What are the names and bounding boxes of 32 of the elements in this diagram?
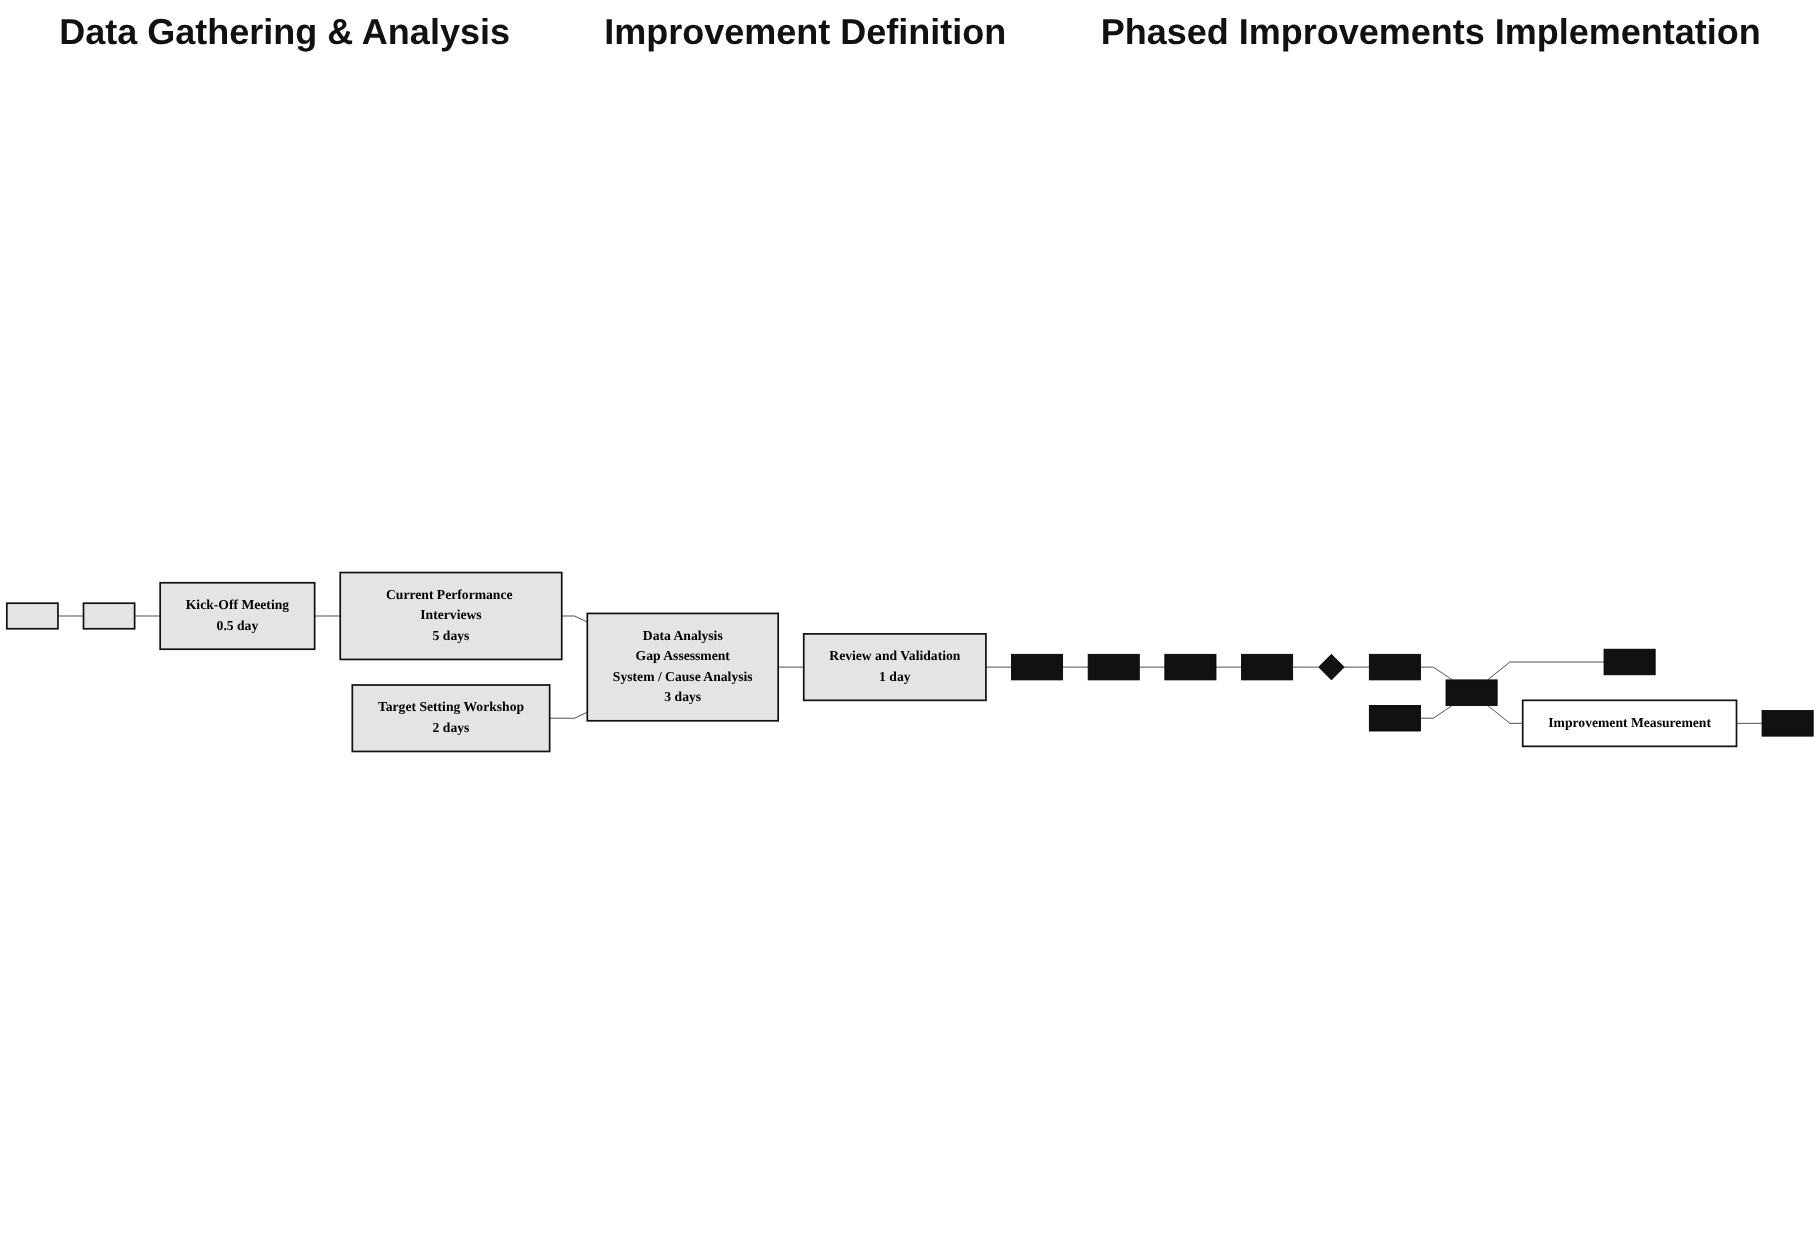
node-box: [1164, 652, 1217, 680]
node-box: [1368, 652, 1421, 680]
connector: [314, 614, 341, 616]
node-box: [1087, 652, 1140, 680]
connector: [134, 614, 161, 616]
connector: [1736, 721, 1763, 723]
connector: [1487, 704, 1524, 723]
node-box: [1241, 652, 1294, 680]
node-box: [82, 601, 136, 629]
connector: [985, 665, 1012, 667]
connector: [1215, 665, 1242, 667]
connector: [549, 710, 588, 718]
connector: [57, 614, 84, 616]
connector: [1062, 665, 1089, 667]
connector: [1343, 665, 1370, 667]
node-box: [1761, 709, 1814, 736]
connector: [561, 614, 588, 622]
connector: [1292, 665, 1319, 667]
node-box: [1603, 647, 1656, 675]
node-diamond: [1318, 652, 1345, 680]
node-box: [1445, 678, 1498, 705]
connector: [1420, 704, 1453, 718]
node-box: [1368, 704, 1421, 731]
node-box: [1011, 652, 1064, 680]
section-heading: Data Gathering & Analysis: [59, 12, 510, 54]
connector: [1487, 660, 1605, 680]
connector: [1138, 665, 1166, 667]
section-heading: Phased Improvements Implementation: [1100, 12, 1761, 54]
node-box: [5, 601, 59, 629]
connector: [777, 665, 805, 667]
connector: [1420, 665, 1453, 680]
section-heading: Improvement Definition: [604, 12, 1007, 54]
